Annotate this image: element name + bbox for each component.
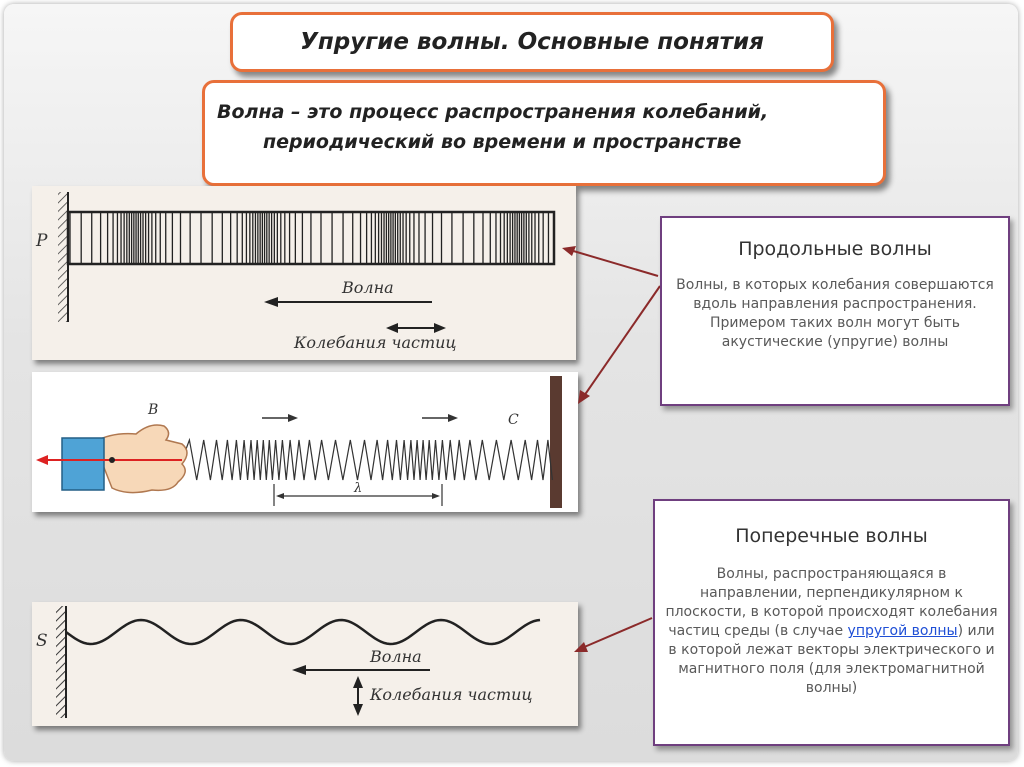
definition-box: Волна – это процесс распространения коле… [202, 80, 886, 186]
slide: Упругие волны. Основные понятия Волна – … [4, 4, 1018, 761]
spring-coil [181, 437, 553, 481]
transverse-heading: Поперечные волны [735, 525, 928, 547]
slide-title-text: Упругие волны. Основные понятия [300, 29, 764, 55]
connector-arrow-3 [581, 617, 653, 649]
definition-line-2: периодический во времени и пространстве [263, 131, 742, 153]
transverse-wave-curve [65, 618, 541, 646]
transverse-figure-drawing: S Волна Колебания частиц [36, 606, 541, 718]
oscillation-label: Колебания частиц [369, 685, 533, 704]
longitudinal-text: Волны, в которых колебания совершаются в… [676, 277, 994, 350]
sleeve-cuff [61, 437, 105, 491]
wall-hatch [58, 192, 68, 322]
right-wall [550, 376, 562, 508]
compression-bar [69, 213, 550, 263]
longitudinal-figure-drawing: P Волна Колебания частиц [35, 192, 556, 352]
lambda-label: λ [353, 481, 362, 496]
transverse-text-after: ) или в которой лежат векторы электричес… [668, 623, 995, 696]
label-c: C [508, 412, 519, 428]
oscillation-label: Колебания частиц [293, 333, 457, 352]
wall-label-s: S [36, 631, 48, 651]
wave-label: Волна [341, 278, 394, 297]
transverse-text-before: Волны, распространяющаяся в направлении,… [665, 566, 998, 639]
longitudinal-heading: Продольные волны [738, 238, 932, 260]
hand-icon [93, 424, 188, 494]
longitudinal-info-box: Продольные волны Волны, в которых колеба… [660, 216, 1010, 406]
transverse-info-box: Поперечные волны Волны, распространяющая… [653, 499, 1010, 746]
transverse-text: Волны, распространяющаяся в направлении,… [665, 565, 998, 698]
elastic-wave-link[interactable]: упругой волны [847, 623, 958, 639]
longitudinal-figure: P Волна Колебания частиц [32, 186, 576, 360]
wall-label-p: P [35, 231, 48, 251]
connector-arrow-1 [569, 249, 659, 277]
connector-arrow-2 [583, 285, 661, 397]
slide-title: Упругие волны. Основные понятия [230, 12, 834, 72]
transverse-figure: S Волна Колебания частиц [32, 602, 578, 726]
spring-figure: B C λ [32, 372, 578, 512]
definition-line-1: Волна – это процесс распространения коле… [217, 101, 769, 123]
spring-figure-drawing: B C λ [36, 376, 562, 508]
wave-label: Волна [369, 647, 422, 666]
label-b: B [147, 402, 158, 418]
